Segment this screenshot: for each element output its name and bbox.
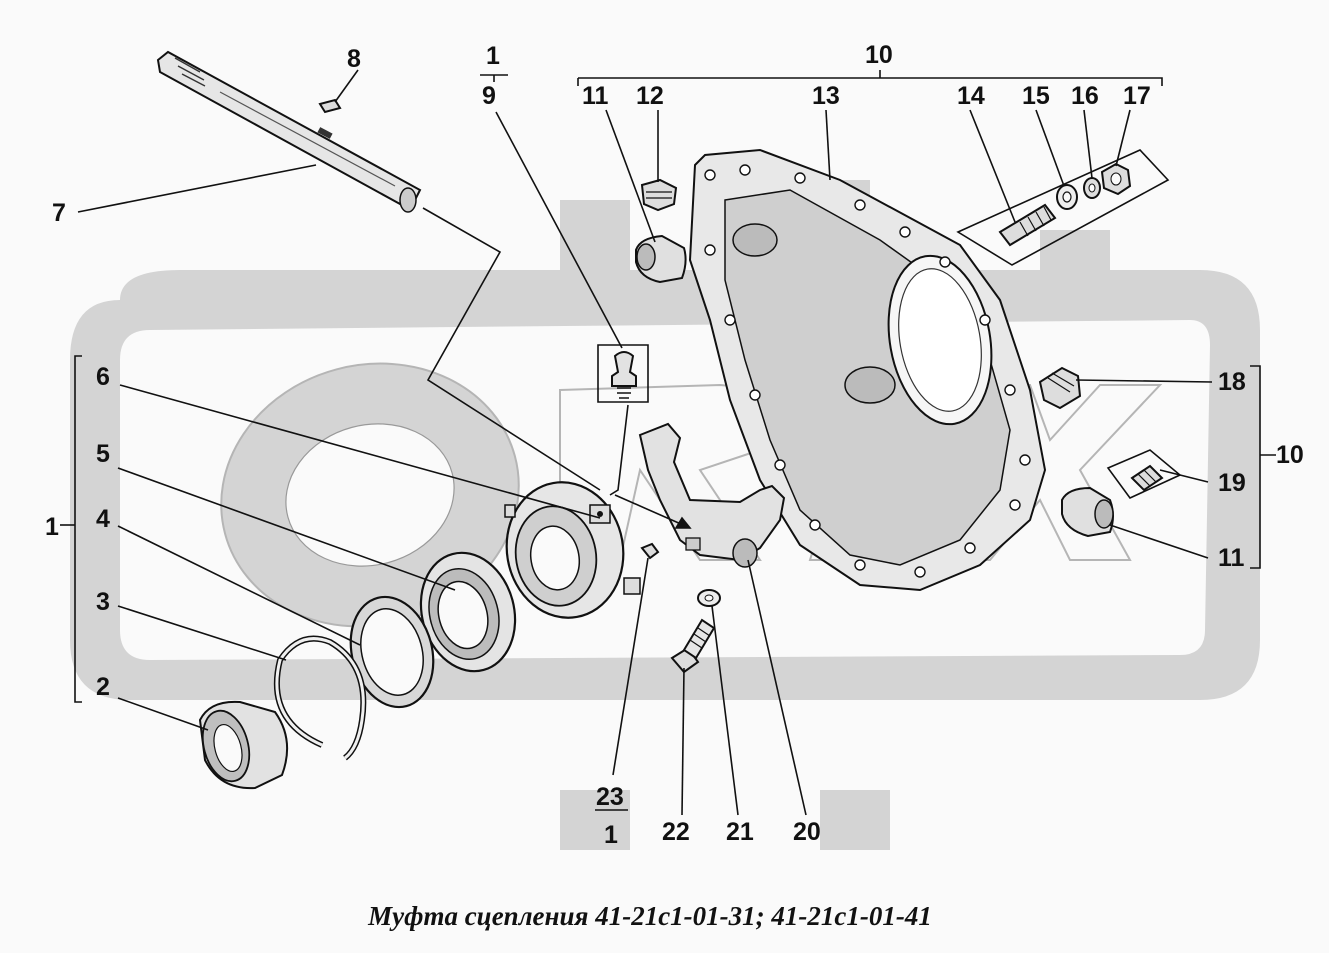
label-11-top: 11 — [582, 82, 609, 110]
label-14: 14 — [957, 82, 985, 110]
fastener-frame — [956, 149, 1170, 266]
label-17: 17 — [1123, 82, 1151, 110]
label-8: 8 — [347, 45, 361, 73]
spring-insert-part — [1130, 464, 1164, 492]
bushing-right-part — [1061, 486, 1114, 538]
fork-part — [638, 422, 786, 568]
label-1-left: 1 — [45, 513, 59, 541]
nut-part — [1100, 162, 1132, 196]
seal-ring-part — [349, 595, 435, 709]
label-20: 20 — [793, 818, 821, 846]
grease-fitting-part — [597, 344, 649, 403]
assembly-arrows — [609, 404, 692, 529]
figure-caption: Муфта сцепления 41-21с1-01-31; 41-21с1-0… — [367, 901, 932, 931]
plug-part — [640, 178, 678, 212]
label-10-right: 10 — [1276, 441, 1304, 469]
label-3: 3 — [96, 588, 110, 616]
label-18: 18 — [1218, 368, 1246, 396]
snap-ring-part — [273, 635, 367, 761]
label-19: 19 — [1218, 469, 1246, 497]
label-2: 2 — [96, 673, 110, 701]
label-10-top: 10 — [865, 41, 893, 69]
spring-washer-part — [1083, 177, 1101, 199]
label-11-right: 11 — [1218, 544, 1245, 572]
label-12: 12 — [636, 82, 664, 110]
label-6: 6 — [96, 363, 110, 391]
washer-part — [1056, 184, 1078, 210]
label-21: 21 — [726, 818, 754, 846]
key-part — [318, 98, 342, 114]
label-4: 4 — [96, 505, 110, 533]
stud-part — [998, 203, 1057, 247]
sleeve-part — [198, 700, 289, 790]
bolt-part — [670, 618, 716, 674]
shaft-part — [156, 50, 422, 213]
label-22: 22 — [662, 818, 690, 846]
label-13: 13 — [812, 82, 840, 110]
label-1-under-23: 1 — [604, 821, 618, 849]
housing-part — [688, 148, 1047, 592]
label-5: 5 — [96, 440, 110, 468]
label-1-over-9: 1 — [486, 42, 500, 70]
label-9: 9 — [482, 82, 496, 110]
label-16: 16 — [1071, 82, 1099, 110]
callout-labels: 8 7 1 9 10 11 12 13 14 15 16 17 6 5 4 1 … — [45, 41, 1304, 849]
bushing-top-part — [635, 234, 687, 284]
plug-right-part — [1038, 366, 1082, 410]
lock-washer-part — [697, 589, 721, 607]
label-15: 15 — [1022, 82, 1050, 110]
pin-part — [640, 542, 660, 560]
label-7: 7 — [52, 199, 66, 227]
label-23: 23 — [596, 783, 624, 811]
leader-lines — [60, 69, 1276, 816]
